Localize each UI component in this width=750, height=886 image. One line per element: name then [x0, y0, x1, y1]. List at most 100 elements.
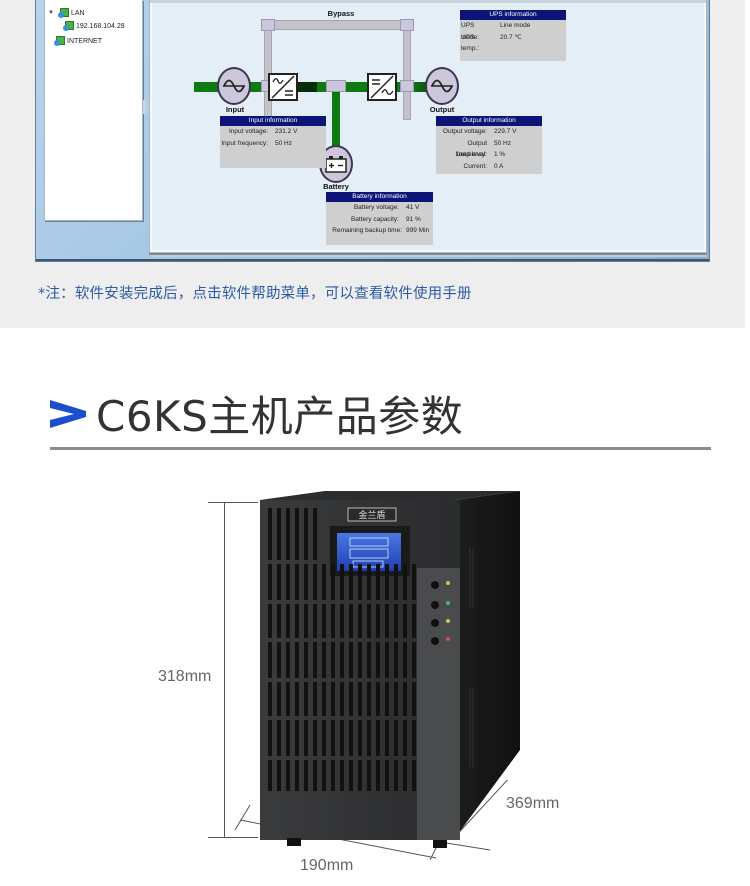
vent-slat	[385, 642, 389, 678]
vent-slat	[277, 508, 281, 560]
vent-slat	[313, 720, 317, 756]
vent-slat	[286, 604, 290, 638]
vent-slat	[268, 508, 272, 560]
vent-slat	[412, 564, 416, 600]
tree-item-device[interactable]: 192.168.104.28	[63, 21, 125, 31]
network-icon	[54, 36, 65, 46]
info-key: Input frequency:	[221, 139, 268, 147]
main-power-path	[194, 82, 448, 92]
info-key: Current:	[463, 162, 487, 170]
vent-slat	[349, 642, 353, 678]
vent-slat	[268, 760, 272, 791]
vent-slat	[358, 564, 362, 600]
vent-slat	[286, 760, 290, 791]
info-value: 41 V	[406, 204, 420, 211]
chevron-right-icon	[50, 400, 86, 428]
bypass-joint	[400, 19, 414, 31]
vent-slat	[349, 564, 353, 600]
vent-slat	[277, 604, 281, 638]
output-source-icon[interactable]	[425, 67, 459, 105]
info-key: Output frequency:	[456, 139, 487, 159]
vent-slat	[412, 760, 416, 791]
vent-slat	[394, 682, 398, 716]
vent-slat	[295, 564, 299, 600]
software-screenshot-section: · · · · · · · · · ▼ LAN 192.168.104.28 I…	[0, 0, 745, 328]
vent-slat	[331, 760, 335, 791]
vent-slat	[331, 720, 335, 756]
ups-info-panel: UPS information UPS mode: Line mode UPS …	[460, 10, 566, 61]
inverter-icon[interactable]	[367, 73, 397, 101]
info-row: UPS mode: Line mode	[460, 20, 566, 41]
rectifier-icon[interactable]	[268, 73, 298, 101]
vent-slat	[349, 682, 353, 716]
dim-tick-bottom	[208, 837, 258, 838]
vent-slat	[277, 760, 281, 791]
vent-slat	[313, 508, 317, 560]
bypass-pipe-right	[403, 24, 411, 120]
vent-slat	[394, 760, 398, 791]
vent-slat	[376, 564, 380, 600]
vent-slat	[385, 604, 389, 638]
tree-item-label: 192.168.104.28	[76, 22, 125, 30]
vent-slat	[403, 642, 407, 678]
info-row: Battery voltage: 41 V	[326, 202, 433, 214]
vent-slat	[268, 682, 272, 716]
vent-slat	[403, 720, 407, 756]
vent-slat	[313, 604, 317, 638]
product-dimension-figure: 318mm 190mm 369mm	[0, 480, 750, 886]
tree-item-lan[interactable]: ▼ LAN	[48, 8, 85, 18]
vent-slat	[394, 720, 398, 756]
vent-slat	[403, 760, 407, 791]
input-source-icon[interactable]	[217, 67, 251, 105]
bypass-joint	[261, 19, 275, 31]
info-key: Remaining backup time:	[332, 227, 402, 234]
vent-slat	[394, 604, 398, 638]
pane-top-edge	[150, 0, 706, 3]
vent-slat	[295, 682, 299, 716]
brand-logo: 金兰盾	[358, 509, 385, 521]
ups-monitor-window: · · · · · · · · · ▼ LAN 192.168.104.28 I…	[35, 0, 710, 262]
vent-slat	[385, 720, 389, 756]
vent-slat	[367, 720, 371, 756]
vent-slat	[358, 642, 362, 678]
vent-slat	[340, 720, 344, 756]
vent-slat	[358, 604, 362, 638]
path-joint	[400, 80, 414, 92]
vent-slat	[367, 682, 371, 716]
expand-arrow-icon[interactable]: ▼	[48, 10, 54, 16]
vent-slat	[322, 720, 326, 756]
output-info-panel: Output information Output voltage: 229.7…	[436, 116, 542, 174]
info-key: Battery voltage:	[353, 204, 399, 211]
vent-slat	[277, 642, 281, 678]
bypass-label: Bypass	[327, 9, 355, 18]
vent-slat	[268, 564, 272, 600]
vent-slat	[286, 564, 290, 600]
device-tree-pane: · · · · · · · · · ▼ LAN 192.168.104.28 I…	[44, 0, 143, 221]
vent-slat	[304, 508, 308, 560]
vent-slat	[367, 642, 371, 678]
info-value: 1 %	[494, 151, 506, 158]
bypass-pipe-left	[264, 24, 272, 120]
vent-slat	[376, 642, 380, 678]
battery-info-panel: Battery information Battery voltage: 41 …	[326, 192, 433, 245]
vent-slat	[313, 760, 317, 791]
info-row: Input voltage: 231.2 V	[220, 126, 326, 138]
vent-slat	[394, 642, 398, 678]
info-value: 0 A	[494, 162, 504, 170]
vent-grille	[268, 508, 416, 791]
section-divider	[50, 447, 711, 450]
tree-item-label: LAN	[70, 9, 85, 17]
info-row: Output voltage: 229.7 V	[436, 126, 542, 138]
depth-dim-tick	[439, 841, 491, 851]
tree-item-internet[interactable]: INTERNET	[54, 36, 102, 46]
pane-splitter[interactable]	[143, 100, 146, 114]
vent-slat	[313, 564, 317, 600]
vent-slat	[277, 720, 281, 756]
info-value: 229.7 V	[494, 128, 517, 135]
info-value: 91 %	[406, 215, 421, 223]
vent-slat	[331, 604, 335, 638]
vent-slat	[286, 720, 290, 756]
vent-slat	[295, 604, 299, 638]
section-header: C6KS主机产品参数	[48, 383, 463, 443]
info-row: Current: 0 A	[436, 161, 542, 173]
